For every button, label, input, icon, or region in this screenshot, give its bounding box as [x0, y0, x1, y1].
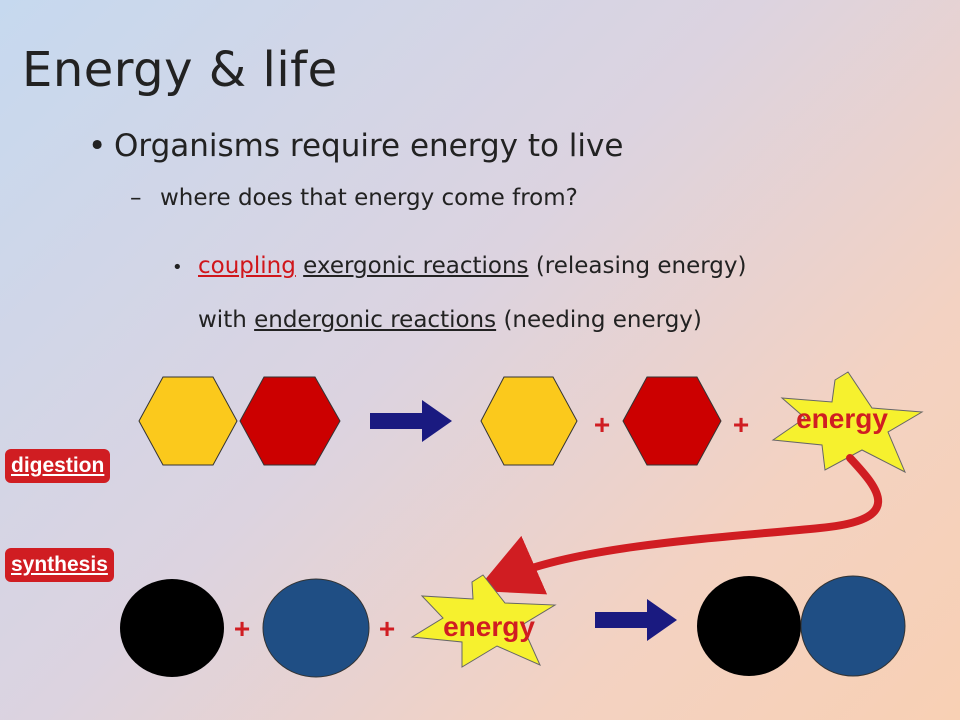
blue-circle [800, 575, 906, 677]
red-hexagon [239, 376, 341, 466]
plus-sign: + [594, 409, 610, 440]
digestion-label: digestion [5, 449, 111, 483]
plus-sign: + [733, 409, 749, 440]
exergonic-term: exergonic reactions [303, 253, 529, 279]
endergonic-term: endergonic reactions [254, 307, 497, 333]
releasing-text: (releasing energy) [535, 253, 747, 279]
coupling-term: coupling [198, 253, 296, 279]
reaction-arrow [370, 400, 452, 442]
slide-title: Energy & life [22, 42, 338, 98]
dash-marker: – [130, 185, 142, 211]
bullet-marker: • [172, 257, 183, 278]
energy-transfer-arrow [475, 454, 883, 595]
red-hexagon [622, 376, 722, 466]
energy-label: energy [443, 611, 535, 642]
needing-text: (needing energy) [503, 307, 702, 333]
reaction-arrow [595, 599, 677, 641]
energy-burst: energy [771, 371, 924, 474]
black-circle [697, 576, 801, 676]
energy-burst: energy [410, 574, 557, 668]
bullet-2-text: where does that energy come from? [160, 185, 578, 211]
blue-circle [262, 578, 370, 678]
with-text: with [198, 307, 247, 333]
energy-label: energy [796, 403, 888, 434]
yellow-hexagon [480, 376, 578, 466]
plus-sign: + [379, 613, 395, 644]
synthesis-label: synthesis [5, 548, 114, 582]
bullet-2: –where does that energy come from? [130, 185, 578, 211]
yellow-hexagon [138, 376, 238, 466]
black-circle [120, 579, 224, 677]
bullet-3: • coupling exergonic reactions (releasing… [172, 240, 747, 347]
bullet-1: •Organisms require energy to live [88, 128, 623, 164]
bullet-1-text: Organisms require energy to live [114, 128, 624, 164]
plus-sign: + [234, 613, 250, 644]
bullet-marker: • [88, 128, 107, 164]
